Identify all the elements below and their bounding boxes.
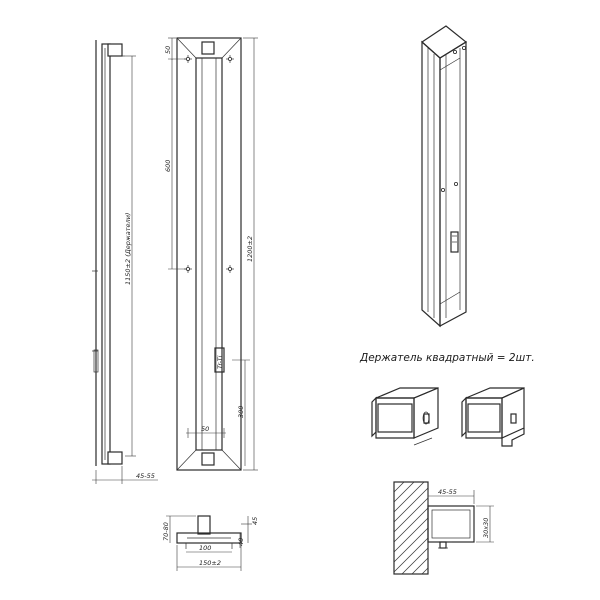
front-inner-frame — [195, 57, 223, 451]
side-offset-label: 45-55 — [136, 472, 155, 480]
label-plate — [214, 347, 225, 373]
holder-depth-label: 45-55 — [438, 488, 457, 496]
dim-70-80-label: 70-80 — [162, 522, 170, 541]
bottom-view: 70-80 45 40 100 150±2 — [162, 515, 259, 571]
dim-total-label: 1200±2 — [246, 236, 254, 262]
dim-40-label: 40 — [237, 538, 245, 546]
bottom-holder — [107, 451, 123, 465]
label-plate-text: Tr-Ti — [216, 355, 224, 369]
wall-section — [393, 481, 429, 575]
holder-size-label: 30x30 — [482, 518, 490, 538]
holder-caption: Держатель квадратный = 2шт. — [359, 352, 535, 364]
isometric-rail — [421, 25, 468, 328]
bottom-square — [201, 452, 215, 466]
dim-150-label: 150±2 — [199, 559, 221, 567]
top-holder — [107, 43, 123, 57]
mounting-holes — [184, 55, 234, 273]
holder-left — [371, 387, 439, 446]
holder-body-section — [427, 505, 475, 543]
holder-right — [461, 387, 525, 447]
dim-top-label: 50 — [164, 46, 172, 54]
dim-100-label: 100 — [199, 544, 211, 552]
dim-45-label: 45 — [251, 517, 259, 525]
top-square — [201, 41, 215, 55]
side-view: 1150±2 (Держатели) 45-55 — [92, 40, 158, 484]
holder-section: 45-55 30x30 — [393, 481, 494, 575]
dim-inner-width-label: 50 — [201, 425, 209, 433]
bottom-bar — [176, 532, 242, 544]
front-outer-frame — [176, 37, 242, 471]
dim-300-label: 300 — [237, 406, 245, 418]
side-height-label: 1150±2 (Держатели) — [124, 213, 132, 285]
side-rail — [101, 43, 111, 465]
front-view: Tr-Ti 50 600 1200±2 300 50 — [164, 37, 258, 471]
dim-600-label: 600 — [164, 160, 172, 172]
bottom-post — [197, 515, 211, 535]
